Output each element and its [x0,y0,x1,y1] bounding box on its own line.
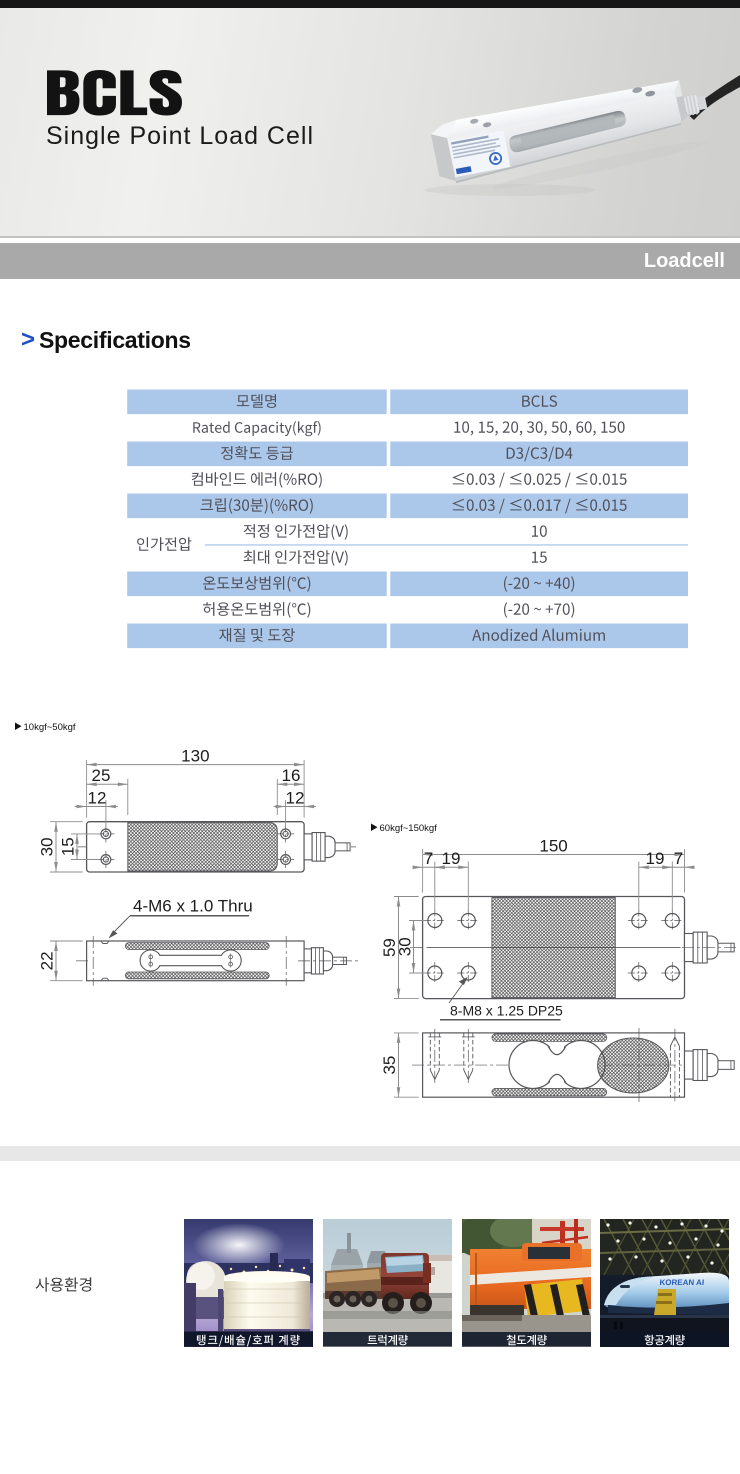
svg-text:12: 12 [88,788,107,807]
svg-text:150: 150 [539,836,567,855]
svg-text:35: 35 [380,1056,399,1075]
svg-text:4-M6 x 1.0 Thru: 4-M6 x 1.0 Thru [133,897,253,916]
svg-text:10kgf~50kgf: 10kgf~50kgf [24,722,76,733]
svg-text:25: 25 [92,766,111,785]
svg-text:8-M8 x 1.25 DP25: 8-M8 x 1.25 DP25 [450,1002,563,1018]
svg-text:15: 15 [58,837,77,856]
svg-text:16: 16 [282,766,301,785]
svg-text:19: 19 [442,849,461,868]
svg-text:19: 19 [646,849,665,868]
svg-text:7: 7 [424,849,433,868]
svg-text:130: 130 [181,746,209,765]
svg-text:12: 12 [286,788,305,807]
svg-text:7: 7 [674,849,683,868]
svg-text:59: 59 [380,938,399,957]
svg-text:60kgf~150kgf: 60kgf~150kgf [380,823,438,834]
svg-text:KOREAN AI: KOREAN AI [659,1278,704,1287]
svg-text:22: 22 [37,951,56,970]
svg-text:30: 30 [395,937,414,956]
svg-text:30: 30 [37,837,56,856]
